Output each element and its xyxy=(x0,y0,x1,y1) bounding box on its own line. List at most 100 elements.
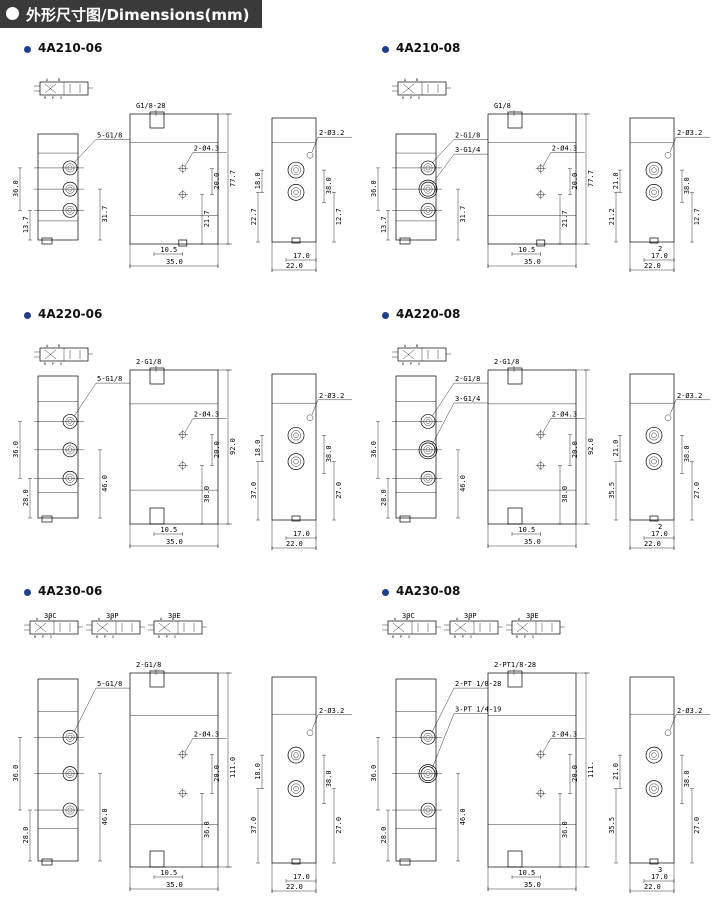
section-title: 4A220-06 xyxy=(38,307,103,321)
dimension-label: 38.0 xyxy=(683,770,691,787)
dimension-label: 17.0 xyxy=(651,252,668,260)
callout-label: 3-PT 1/4-19 xyxy=(455,706,501,714)
dimension-label: 10.5 xyxy=(160,246,177,254)
port-inner-icon xyxy=(291,187,302,198)
end-mount-hole-icon xyxy=(306,151,314,159)
dimension-label: 18.0 xyxy=(254,763,262,780)
fitting-icon xyxy=(399,858,411,866)
section-title: 4A230-06 xyxy=(38,584,103,598)
leader-line xyxy=(431,402,455,445)
callout-label: 2-Ø4.3 xyxy=(552,145,577,153)
flow-arrow-icon xyxy=(44,349,57,360)
dimension-label: 46.0 xyxy=(459,475,467,492)
fitting-icon xyxy=(178,239,188,247)
leader-line xyxy=(542,418,551,433)
side-view-body xyxy=(129,369,219,525)
bottom-port-icon xyxy=(149,507,165,525)
port-inner-icon xyxy=(291,783,302,794)
symbol-label: 30E xyxy=(526,612,539,620)
port-bore-icon xyxy=(651,189,657,196)
dimension-label: 13.7 xyxy=(380,216,388,233)
port-letter: S xyxy=(408,635,410,639)
end-view-body xyxy=(629,117,675,243)
dimension-label: 20.0 xyxy=(571,765,579,782)
dimension-label: 28.0 xyxy=(22,489,30,506)
flow-arrow-icon xyxy=(34,622,47,633)
flow-arrow-icon xyxy=(402,83,415,94)
dimension-label: 36.0 xyxy=(370,180,378,197)
dimension-label: 27.0 xyxy=(335,817,343,834)
port-bore-icon xyxy=(293,189,299,196)
port-inner-icon xyxy=(649,187,660,198)
dimension-label: 20.0 xyxy=(213,441,221,458)
port-letter: A xyxy=(404,78,407,82)
dimension-label: 17.0 xyxy=(651,873,668,881)
dimension-label: 22.0 xyxy=(286,540,303,548)
large-port-icon xyxy=(418,764,438,783)
port-letter: S xyxy=(112,635,114,639)
port-letter: P xyxy=(166,635,168,639)
section-title: 4A210-06 xyxy=(38,41,103,55)
top-port-icon xyxy=(149,670,165,688)
dimension-label: 21.2 xyxy=(608,208,616,225)
end-port-icon xyxy=(287,746,305,764)
dimension-label: 36.0 xyxy=(370,765,378,782)
dimension-label: 20.0 xyxy=(571,173,579,190)
leader-line xyxy=(431,382,455,417)
callout-label: 2-G1/8 xyxy=(455,375,480,383)
dimension-label: 3 xyxy=(658,866,662,874)
leader-line xyxy=(669,714,677,730)
dimension-label: 35.5 xyxy=(608,817,616,834)
callout-label: 3-G1/4 xyxy=(455,395,480,403)
dimension-label: 10.5 xyxy=(160,869,177,877)
port-letter: B xyxy=(416,78,418,82)
dimension-label: 28.0 xyxy=(380,489,388,506)
dimension-label: 12.7 xyxy=(693,208,701,225)
fitting-icon xyxy=(41,515,53,523)
callout-label: 2-Ø4.3 xyxy=(194,145,219,153)
port-letter: R xyxy=(96,635,99,639)
dimension-label: 20.0 xyxy=(571,441,579,458)
dimension-label: 37.0 xyxy=(250,817,258,834)
dimension-label: 38.0 xyxy=(561,486,569,503)
top-port-icon xyxy=(507,670,523,688)
callout-label: 2-Ø3.2 xyxy=(319,129,344,137)
port-letter: R xyxy=(44,96,47,100)
leader-line xyxy=(431,688,455,733)
port-bore-icon xyxy=(651,785,657,792)
port-letter: A xyxy=(46,78,49,82)
section-bullet-icon xyxy=(24,46,31,53)
dimension-label: 21.0 xyxy=(612,172,620,189)
callout-label: 2-PT 1/8-28 xyxy=(455,680,501,688)
symbol-label: 30C xyxy=(44,612,57,620)
dimension-label: 22.0 xyxy=(286,262,303,270)
port-letter: S xyxy=(470,635,472,639)
top-port-icon xyxy=(507,111,523,129)
callout-label: 5-G1/8 xyxy=(97,375,122,383)
top-port-icon xyxy=(149,111,165,129)
callout-label: 2-Ø3.2 xyxy=(677,707,702,715)
dimension-label: 77.7 xyxy=(229,170,237,187)
port-letter: P xyxy=(104,635,106,639)
flow-arrow-icon xyxy=(454,622,467,633)
leader-line xyxy=(311,137,319,153)
port-letter: R xyxy=(392,635,395,639)
port-letter: B xyxy=(530,617,532,621)
port-letter: A xyxy=(518,617,521,621)
leader-line xyxy=(431,154,455,185)
symbol-label: 30C xyxy=(402,612,415,620)
port-letter: S xyxy=(532,635,534,639)
leader-line xyxy=(311,714,319,730)
end-port-icon xyxy=(287,780,305,797)
symbol-label: 30P xyxy=(106,612,119,620)
symbol-label: 30E xyxy=(168,612,181,620)
port-letter: A xyxy=(394,617,397,621)
fitting-icon xyxy=(41,858,53,866)
leader-line xyxy=(73,382,97,417)
fitting-icon xyxy=(536,239,546,247)
flow-arrow-icon xyxy=(402,349,415,360)
dimension-label: 35.0 xyxy=(166,881,183,889)
symbol-label: 30P xyxy=(464,612,477,620)
leader-line xyxy=(542,738,551,753)
